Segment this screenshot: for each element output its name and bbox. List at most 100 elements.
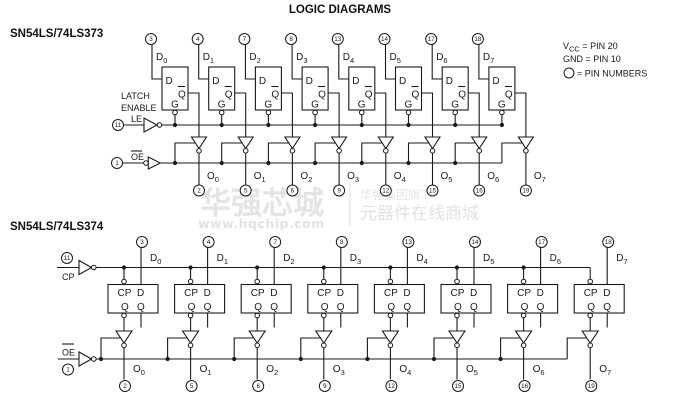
pin-circle-icon [239, 184, 252, 197]
cp-inverter-icon [78, 259, 93, 276]
pin-number-label: 2 [123, 383, 127, 390]
d-input-label-main: D [283, 253, 290, 264]
pin-number: 2 [119, 380, 131, 392]
d-input-label-sub: 7 [490, 56, 494, 65]
inversion-bubble-icon [387, 278, 394, 285]
d-input-wire [431, 44, 443, 80]
junction-dot [98, 356, 104, 362]
junction-dot [172, 160, 178, 166]
pin-number-label: 18 [605, 239, 613, 246]
d-input-wire [198, 44, 209, 80]
d-latch-box [348, 66, 376, 111]
inversion-bubble-icon [187, 342, 194, 349]
junction-dot [406, 122, 411, 128]
pin-number: 16 [518, 380, 531, 392]
pin-circle-icon [333, 184, 346, 197]
pin-circle-icon [191, 33, 204, 45]
pin-circle-icon [402, 236, 415, 248]
pin-number: 8 [285, 33, 298, 45]
latch-label: LATCH [121, 91, 150, 101]
d-input-label-main: D [350, 253, 357, 264]
pin-number: 18 [471, 33, 484, 45]
d-input-label: D2 [283, 253, 294, 266]
pin-number: 12 [379, 184, 392, 197]
d-input-label-main: D [249, 52, 256, 63]
o-output-label-sub: 1 [207, 368, 211, 377]
o-output-label-sub: 7 [607, 368, 611, 377]
oe-label: OE [62, 348, 75, 358]
oe-label: OE [131, 152, 144, 162]
pin-number: 11 [61, 252, 73, 264]
pin-number: 13 [402, 236, 415, 248]
oe-enable-wire [267, 142, 289, 163]
ff-q-right-pin-label: Q [603, 302, 611, 313]
ff-d-pin-label: D [470, 288, 477, 299]
pin-circle-icon [426, 184, 439, 197]
d-input-label-main: D [156, 52, 163, 63]
pin-circle-icon [473, 184, 486, 197]
latch-d-pin-label: D [212, 76, 219, 87]
d-flipflop-box [240, 283, 292, 314]
d-input-label-sub: 7 [623, 257, 627, 266]
junction-dot [188, 265, 193, 270]
pin-number: 3 [136, 236, 148, 248]
o-output-label-main: O [266, 364, 274, 375]
d-input-wire [338, 44, 349, 80]
d-input-label-main: D [436, 52, 443, 63]
pin-number: 7 [238, 33, 251, 45]
o-output-label-sub: 4 [402, 175, 406, 184]
o-output-label: O6 [533, 364, 545, 377]
pin-number: 18 [602, 236, 615, 248]
pin-circle-icon [452, 380, 464, 392]
junction-dot [431, 356, 437, 362]
o-output-label: O4 [394, 171, 406, 184]
inversion-bubble-icon [265, 109, 272, 116]
o-output-label: O0 [133, 364, 145, 377]
d-input-label-main: D [550, 253, 557, 264]
pin-number-label: 16 [521, 383, 529, 390]
junction-dot [172, 122, 178, 128]
pin-number-label: 8 [340, 239, 344, 246]
inversion-bubble-icon [121, 312, 127, 319]
inversion-bubble-icon [312, 109, 318, 116]
latch-qbar-pin-label: Q [318, 90, 326, 101]
pin-number: 14 [378, 33, 391, 45]
inversion-bubble-icon [387, 312, 394, 319]
o-output-label-main: O [533, 364, 541, 375]
pin-number: 14 [469, 236, 481, 248]
legend: VCC = PIN 20 GND = PIN 10 = PIN NUMBERS [563, 41, 647, 79]
pin-number: 15 [426, 184, 439, 197]
junction-dot [219, 122, 224, 128]
pin-number: 3 [145, 33, 157, 45]
o-output-label: O3 [333, 364, 345, 377]
d-input-wire [478, 44, 489, 80]
oe-enable-wire [300, 337, 320, 359]
oe-enable-wire [433, 337, 453, 359]
page-title: LOGIC DIAGRAMS [289, 4, 392, 16]
pin-circle-icon [269, 236, 282, 248]
junction-dot [388, 265, 393, 270]
inversion-bubble-icon [196, 148, 202, 154]
inversion-bubble-icon [587, 342, 594, 349]
d-input-label: D7 [616, 253, 627, 266]
diagram-74ls373: LATCHENABLELE11OE13D0DQGO024D1DQGO157D2D… [111, 33, 546, 197]
o-output-label-sub: 7 [542, 175, 546, 184]
ff-d-pin-label: D [204, 288, 211, 299]
latch-g-pin-label: G [311, 100, 319, 111]
d-input-label-sub: 0 [163, 56, 167, 65]
ff-cp-pin-label: CP [584, 288, 598, 299]
o-output-label-sub: 3 [341, 368, 345, 377]
pin-number-label: 4 [196, 36, 200, 43]
pin-number-label: 11 [64, 255, 71, 262]
o-output-label-main: O [347, 171, 355, 182]
d-flipflop-box [440, 283, 492, 314]
inversion-bubble-icon [383, 148, 389, 154]
latch-d-pin-label: D [492, 76, 499, 87]
le-label: LE [131, 114, 142, 124]
pin-number: 11 [112, 119, 124, 131]
legend-vcc: VCC = PIN 20 [563, 41, 618, 54]
